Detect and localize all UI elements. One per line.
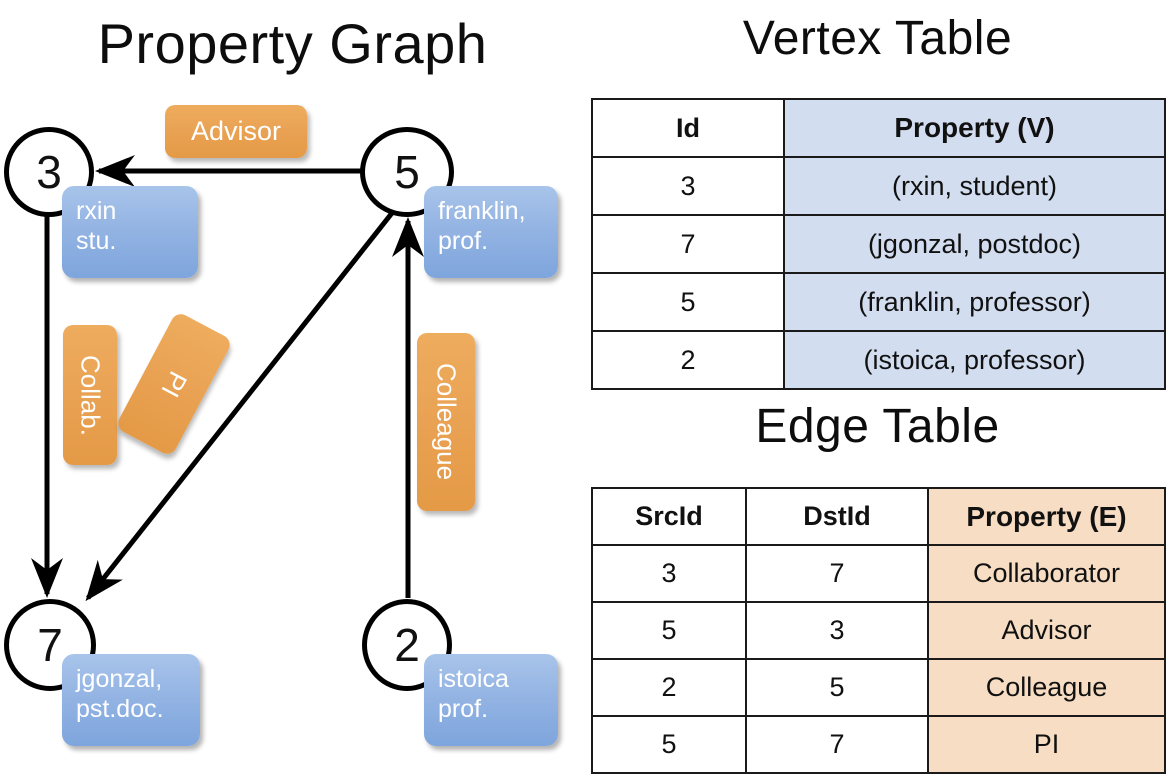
graph-vertex-5-id: 5	[394, 146, 420, 198]
edge-table-header-srcid: SrcId	[591, 487, 747, 546]
page-title-property-graph: Property Graph	[97, 12, 488, 75]
vertex-table-cell-id: 2	[591, 330, 785, 390]
table-row: 2 (istoica, professor)	[591, 330, 1166, 390]
vertex-property-jgonzal-line1: jgonzal,	[76, 665, 163, 693]
edge-table-cell-property: PI	[927, 715, 1166, 774]
table-row: 5 7 PI	[591, 715, 1166, 774]
edge-table-header-property: Property (E)	[927, 487, 1166, 546]
edge-label-colleague: Colleague	[417, 333, 475, 511]
edge-table-cell-property: Colleague	[927, 658, 1166, 717]
edge-table-cell-srcid: 5	[591, 601, 747, 660]
edge-table-cell-dstid: 7	[745, 544, 929, 603]
edge-table-cell-property: Collaborator	[927, 544, 1166, 603]
table-row: 3 (rxin, student)	[591, 156, 1166, 216]
vertex-table-cell-property: (istoica, professor)	[783, 330, 1166, 390]
graph-vertex-3-id: 3	[36, 146, 62, 198]
edge-table-cell-dstid: 7	[745, 715, 929, 774]
edge-table-header-dstid: DstId	[745, 487, 929, 546]
edge-5-to-7-pi	[85, 211, 394, 602]
table-row: 2 5 Colleague	[591, 658, 1166, 717]
page-title-edge-table: Edge Table	[755, 400, 1000, 453]
table-row: 5 (franklin, professor)	[591, 272, 1166, 332]
vertex-table-header-property: Property (V)	[783, 98, 1166, 158]
vertex-property-franklin-line1: franklin,	[438, 197, 526, 225]
graph-vertex-5: 5	[360, 127, 454, 217]
vertex-table-cell-id: 7	[591, 214, 785, 274]
edge-label-advisor: Advisor	[165, 105, 307, 158]
edge-table: SrcId DstId Property (E) 3 7 Collaborato…	[591, 487, 1166, 774]
edge-label-colleague-text: Colleague	[431, 363, 462, 481]
table-row: 7 (jgonzal, postdoc)	[591, 214, 1166, 274]
edge-table-cell-dstid: 3	[745, 601, 929, 660]
edge-table-cell-dstid: 5	[745, 658, 929, 717]
vertex-property-istoica-line1: istoica	[438, 665, 509, 693]
table-row: 5 3 Advisor	[591, 601, 1166, 660]
vertex-property-franklin-line2: prof.	[438, 227, 489, 255]
vertex-property-istoica-line2: prof.	[438, 695, 489, 723]
vertex-table-cell-id: 3	[591, 156, 785, 216]
graph-vertex-7-id: 7	[37, 619, 63, 671]
edge-label-pi-text: PI	[155, 366, 194, 403]
vertex-property-rxin-line2: stu.	[76, 227, 117, 255]
edge-table-header-row: SrcId DstId Property (E)	[591, 487, 1166, 546]
edge-table-cell-srcid: 5	[591, 715, 747, 774]
edge-label-collab-text: Collab.	[75, 354, 106, 436]
graph-vertex-2: 2	[362, 599, 452, 691]
edge-table-cell-property: Advisor	[927, 601, 1166, 660]
vertex-table-cell-property: (rxin, student)	[783, 156, 1166, 216]
vertex-table: Id Property (V) 3 (rxin, student) 7 (jgo…	[591, 98, 1166, 390]
vertex-property-box-franklin: franklin, prof.	[424, 186, 558, 278]
vertex-table-cell-property: (jgonzal, postdoc)	[783, 214, 1166, 274]
graph-edges-layer	[31, 155, 424, 602]
edge-label-advisor-text: Advisor	[190, 116, 282, 146]
vertex-table-header-id: Id	[591, 98, 785, 158]
vertex-table-cell-id: 5	[591, 272, 785, 332]
vertex-property-box-rxin: rxin stu.	[62, 186, 198, 278]
page-title-vertex-table: Vertex Table	[742, 12, 1013, 65]
edge-table-cell-srcid: 3	[591, 544, 747, 603]
graph-vertex-2-id: 2	[394, 619, 420, 671]
vertex-table-cell-property: (franklin, professor)	[783, 272, 1166, 332]
vertex-property-rxin-line1: rxin	[76, 197, 117, 225]
edge-table-cell-srcid: 2	[591, 658, 747, 717]
table-row: 3 7 Collaborator	[591, 544, 1166, 603]
property-graph-panel: Property Graph Advisor Collab. PI Collea…	[0, 0, 585, 760]
vertex-property-box-jgonzal: jgonzal, pst.doc.	[62, 654, 200, 746]
edge-label-collab: Collab.	[63, 325, 117, 465]
vertex-property-jgonzal-line2: pst.doc.	[76, 695, 164, 723]
vertex-property-box-istoica: istoica prof.	[424, 654, 558, 746]
vertex-table-header-row: Id Property (V)	[591, 98, 1166, 158]
